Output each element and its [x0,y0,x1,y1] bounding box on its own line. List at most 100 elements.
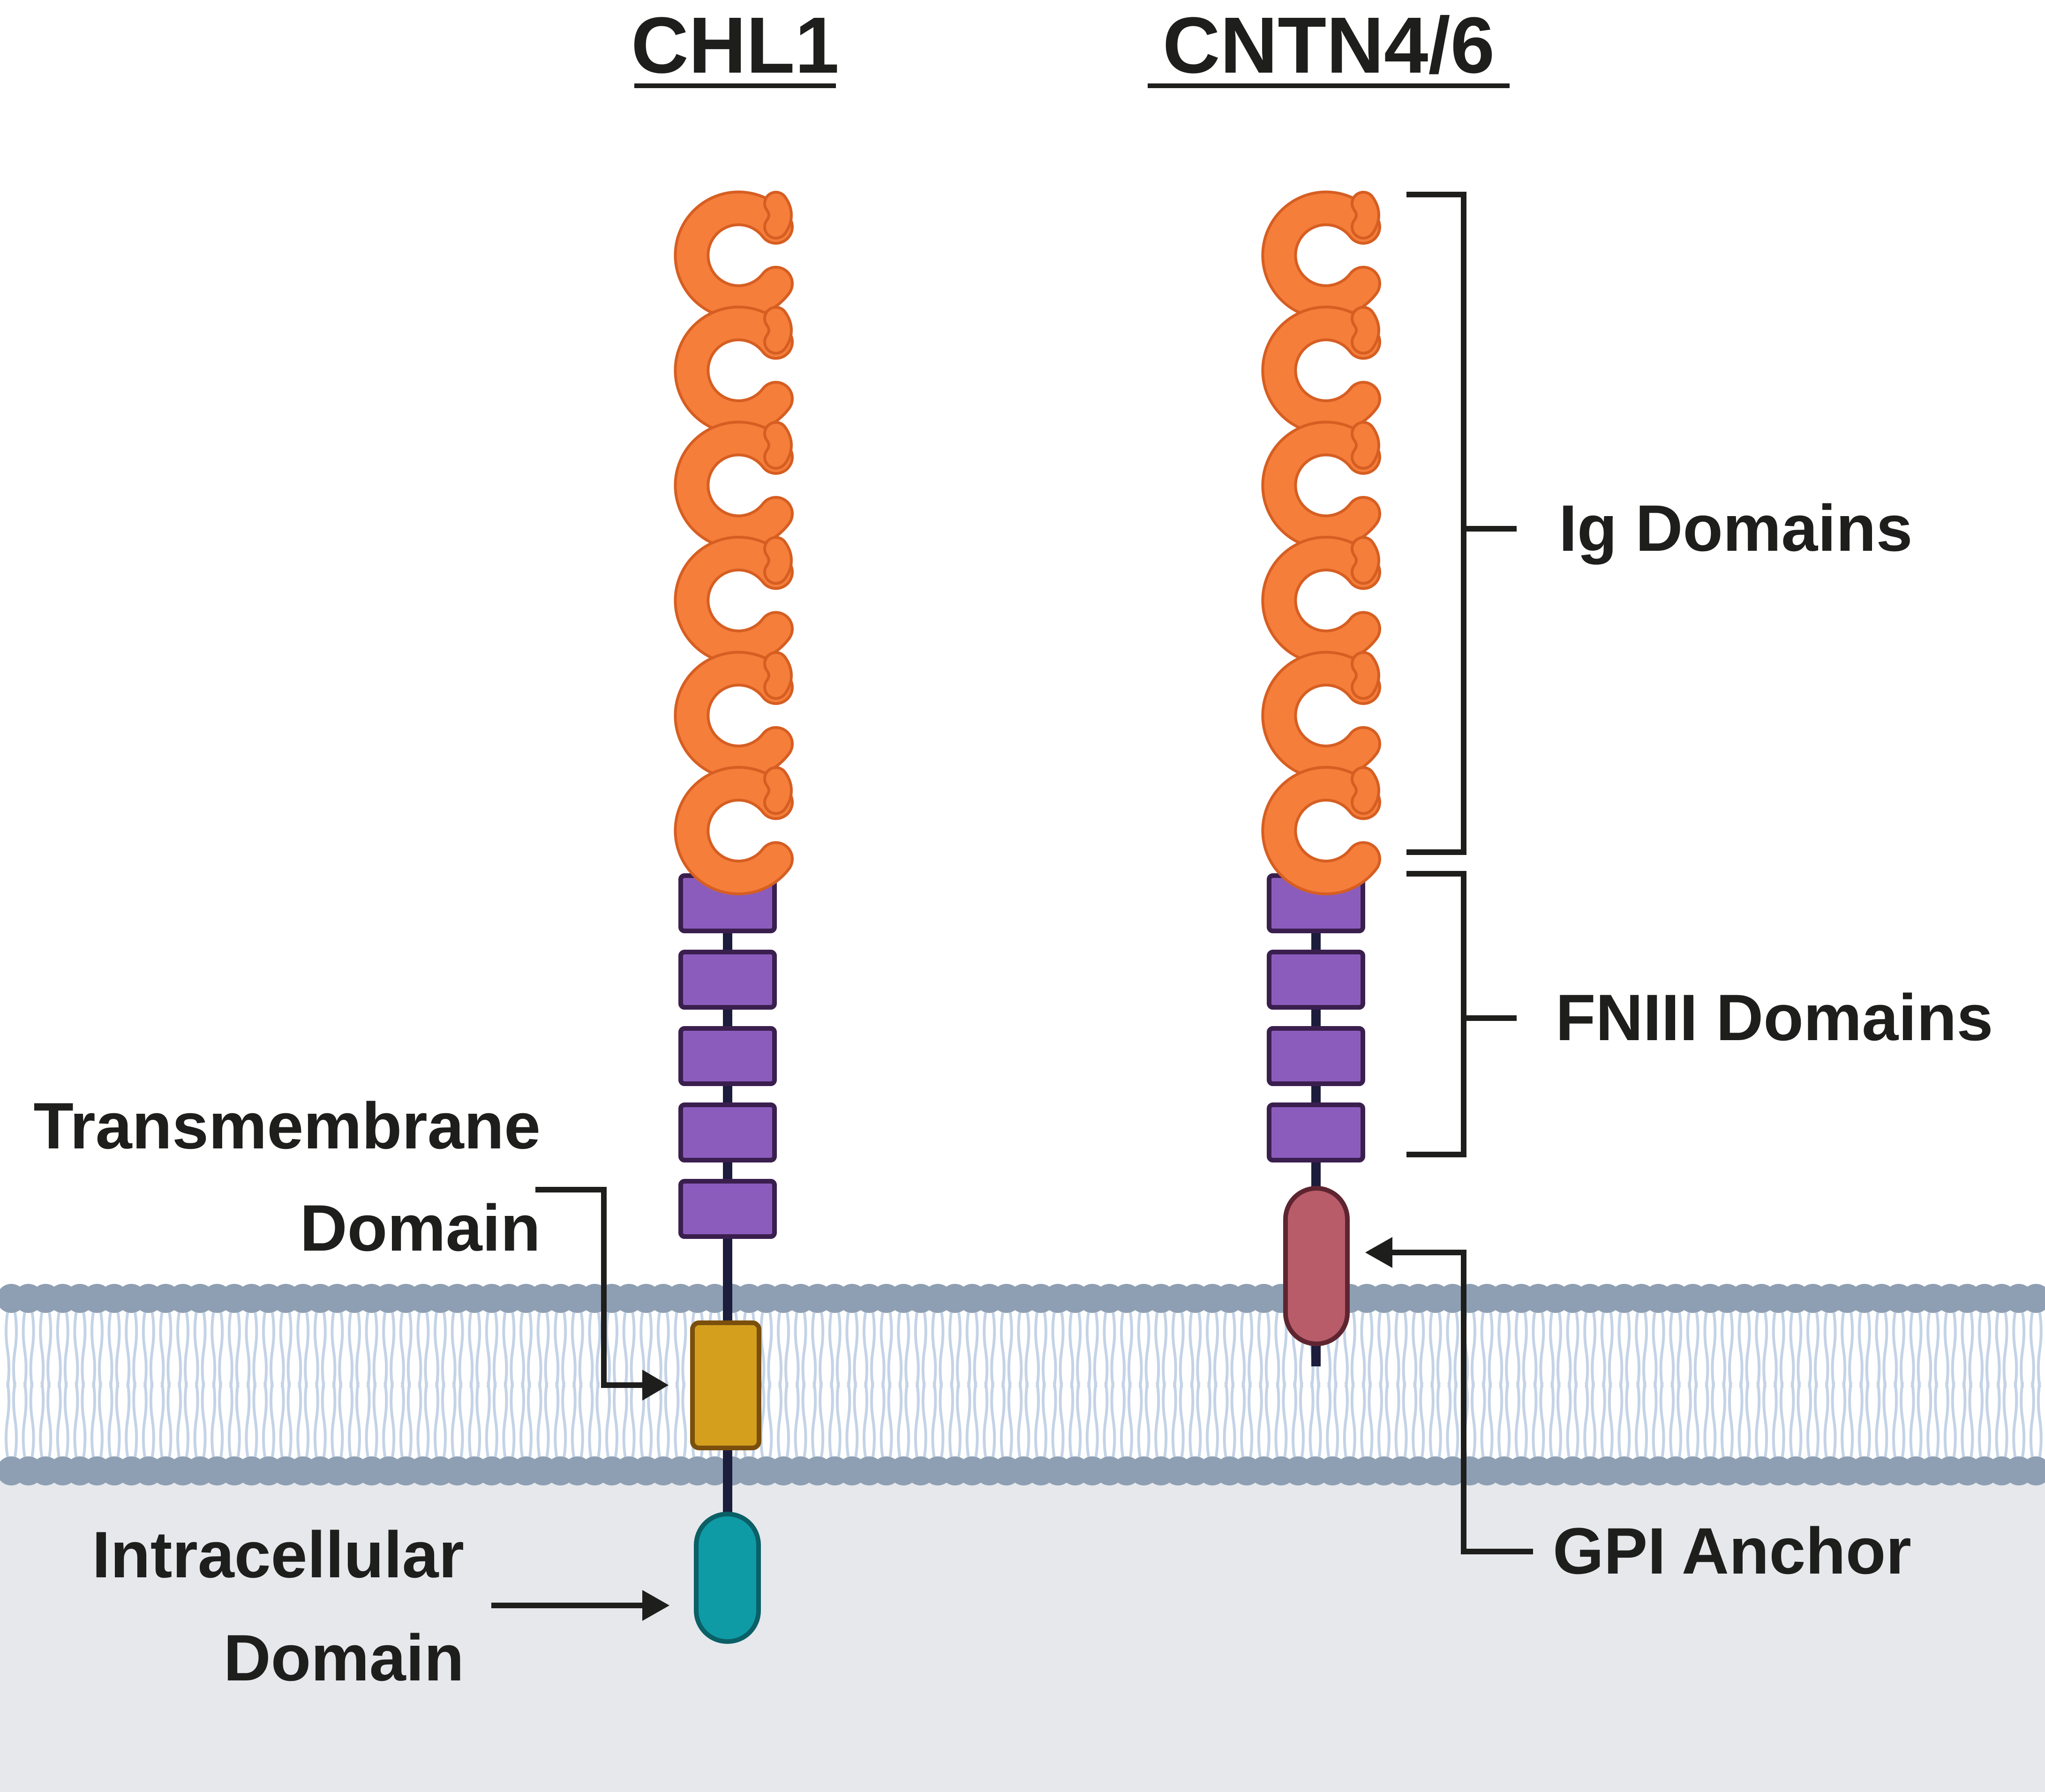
lipid-tail [1248,1381,1254,1457]
lipid-tail [1566,1312,1572,1388]
lipid-tail [107,1381,113,1457]
lipid-tail [166,1381,173,1457]
lipid-tail [880,1312,886,1388]
lipid-tail [1635,1381,1640,1457]
lipid-tail [897,1381,903,1457]
lipid-tail [1608,1312,1614,1388]
lipid-tail [914,1381,920,1457]
lipid-tail [372,1381,378,1457]
lipid-tail [365,1312,371,1388]
lipid-tail [1797,1312,1803,1388]
fniii-domains-label: FNIII Domains [1556,981,1993,1054]
lipid-tail [887,1381,893,1457]
lipid-tail [1274,1381,1280,1457]
lipid-tail [1257,1312,1263,1388]
lipid-tail [1436,1381,1442,1457]
lipid-tail [286,1381,293,1457]
lipid-tail [1230,1312,1236,1388]
lipid-tail [1394,1312,1400,1388]
lipid-tail [1188,1312,1195,1388]
transmembrane-domain [690,1320,761,1450]
lipid-tail [1034,1381,1040,1457]
lipid-tail [510,1312,516,1388]
lipid-tail [777,1312,782,1388]
ig-domain [677,308,791,432]
chl1-ig-domains [674,190,794,895]
lipid-tail [1000,1381,1006,1457]
lipid-tail [1299,1381,1305,1457]
lipid-tail [519,1381,525,1457]
lipid-tail [1128,1381,1133,1457]
lipid-tail [880,1381,886,1457]
ig-domain [1264,193,1378,317]
lipid-tail [12,1381,18,1457]
chl1-fniii-domains [678,873,777,1239]
lipid-tail [1308,1381,1315,1457]
lipid-tail [29,1312,35,1388]
lipid-tail [1394,1381,1400,1457]
gpi-anchor-label: GPI Anchor [1553,1514,1911,1588]
lipid-tail [262,1381,268,1457]
lipid-tail [1917,1381,1923,1457]
lipid-tail [527,1381,533,1457]
ig-domain-tail [766,769,790,812]
lipid-tail [1779,1381,1785,1457]
lipid-tail [571,1381,577,1457]
fniii-domain [678,950,777,1010]
lipid-tail [1144,1381,1150,1457]
lipid-tail [2002,1381,2008,1457]
lipid-tail [1522,1381,1528,1457]
lipid-tail [1882,1312,1888,1388]
lipid-tail [1721,1312,1726,1388]
lipid-tail [1017,1381,1023,1457]
lipid-tail [46,1381,53,1457]
lipid-tail [270,1381,275,1457]
lipid-tail [605,1312,611,1388]
lipid-tail [1762,1381,1768,1457]
lipid-tail [331,1312,337,1388]
lipid-tail [578,1381,584,1457]
lipid-tail [1240,1381,1246,1457]
lipid-tail [1814,1312,1819,1388]
lipid-tail [252,1312,258,1388]
lipid-tail [588,1312,594,1388]
lipid-tail [1093,1381,1099,1457]
lipid-tail [1128,1312,1133,1388]
lipid-tail [656,1312,662,1388]
lipid-tail [1453,1312,1459,1388]
lipid-tail [527,1312,533,1388]
lipid-tail [1745,1312,1751,1388]
lipid-tail [1316,1381,1322,1457]
lipid-tail [29,1381,35,1457]
lipid-tail [331,1381,337,1457]
lipid-tail [424,1381,430,1457]
lipid-tail [613,1312,618,1388]
lipid-tail [956,1312,962,1388]
lipid-tail [819,1312,825,1388]
lipid-tail [1505,1312,1511,1388]
lipid-tail [475,1312,481,1388]
lipid-tail [12,1312,18,1388]
lipid-tail [1841,1381,1847,1457]
lipid-tail [1051,1381,1057,1457]
lipid-tail [1779,1312,1785,1388]
lipid-tail [1120,1381,1126,1457]
lipid-tail [235,1381,241,1457]
lipid-tail [1343,1381,1349,1457]
lipid-tail [1480,1381,1486,1457]
lipid-tail [416,1312,422,1388]
extracellular-space [0,0,2045,1294]
lipid-tail [571,1312,577,1388]
lipid-tail [613,1381,618,1457]
lipid-tail [1865,1312,1871,1388]
lipid-tail [399,1312,405,1388]
lipid-tail [1446,1381,1452,1457]
lipid-tail [973,1312,979,1388]
lipid-tail [365,1381,371,1457]
lipid-tail [1573,1312,1579,1388]
lipid-tail [595,1381,601,1457]
lipid-tail [1677,1312,1683,1388]
lipid-tail [588,1381,594,1457]
lipid-tail [544,1312,550,1388]
lipid-tail [828,1381,834,1457]
